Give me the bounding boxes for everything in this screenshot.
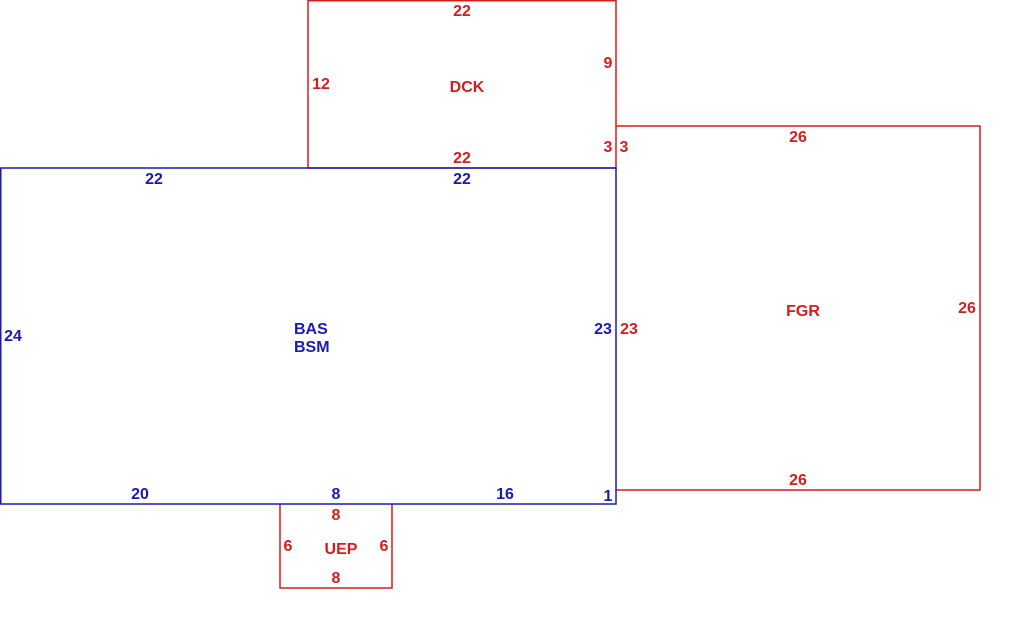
uep-outline	[279, 504, 393, 589]
bas-name-label: BAS	[294, 321, 328, 338]
bsm-name-label: BSM	[294, 339, 330, 356]
bas-left-dimension: 24	[4, 328, 22, 345]
fgr-joint-dimension: 3	[620, 139, 629, 156]
uep-top-dimension: 8	[332, 507, 341, 524]
dck-bottom-dimension: 22	[453, 150, 471, 167]
bas-top-right-dimension: 22	[453, 171, 471, 188]
dck-name-label: DCK	[450, 79, 485, 96]
bas-bottom-left-dimension: 20	[131, 486, 149, 503]
uep-bottom-dimension: 8	[332, 570, 341, 587]
fgr-right-dimension: 26	[958, 300, 976, 317]
bas-right-dimension: 23	[594, 321, 612, 338]
bas-outline	[0, 167, 617, 505]
bas-dck-joint-dimension: 3	[604, 139, 613, 156]
bas-bottom-right-dimension: 16	[496, 486, 514, 503]
fgr-outline	[616, 125, 981, 491]
dck-top-dimension: 22	[453, 3, 471, 20]
fgr-name-label: FGR	[786, 303, 820, 320]
fgr-top-dimension: 26	[789, 129, 807, 146]
fgr-left-dimension: 23	[620, 321, 638, 338]
bas-bottom-mid-dimension: 8	[332, 486, 341, 503]
dck-right-dimension: 9	[604, 55, 613, 72]
uep-right-dimension: 6	[380, 538, 389, 555]
bas-corner-dimension: 1	[604, 488, 613, 505]
dck-left-dimension: 12	[312, 76, 330, 93]
uep-left-dimension: 6	[284, 538, 293, 555]
bas-top-left-dimension: 22	[145, 171, 163, 188]
fgr-bottom-dimension: 26	[789, 472, 807, 489]
uep-name-label: UEP	[325, 541, 358, 558]
